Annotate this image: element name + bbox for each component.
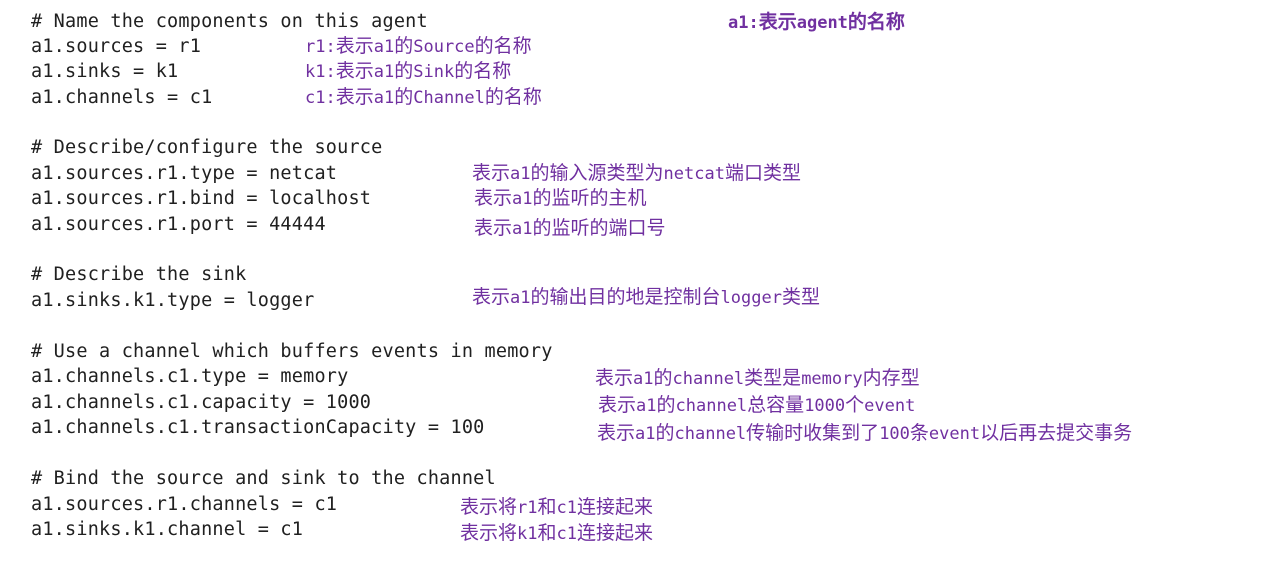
annotation-c1: c1:表示a1的Channel的名称	[305, 86, 542, 108]
annotation-r1: r1:表示a1的Source的名称	[305, 35, 532, 57]
code-comment-source: # Describe/configure the source	[31, 137, 383, 158]
code-line-sink-type: a1.sinks.k1.type = logger	[31, 290, 315, 311]
annotation-k1: k1:表示a1的Sink的名称	[305, 60, 512, 82]
code-line-channel-capacity: a1.channels.c1.capacity = 1000	[31, 392, 372, 413]
code-line-source-type: a1.sources.r1.type = netcat	[31, 163, 338, 184]
code-line-source-bind: a1.sources.r1.bind = localhost	[31, 188, 372, 209]
annotation-channel-capacity: 表示a1的channel总容量1000个event	[598, 394, 916, 416]
code-line-sinks: a1.sinks = k1	[31, 61, 179, 82]
annotation-source-type: 表示a1的输入源类型为netcat端口类型	[472, 162, 801, 184]
annotation-channel-tx-capacity: 表示a1的channel传输时收集到了100条event以后再去提交事务	[597, 422, 1133, 444]
code-line-source-port: a1.sources.r1.port = 44444	[31, 214, 326, 235]
code-comment-channel: # Use a channel which buffers events in …	[31, 341, 553, 362]
code-comment-name-components: # Name the components on this agent	[31, 11, 428, 32]
annotation-channel-type: 表示a1的channel类型是memory内存型	[595, 367, 920, 389]
annotation-bind-r1: 表示将r1和c1连接起来	[460, 496, 654, 518]
annotation-source-port: 表示a1的监听的端口号	[474, 217, 666, 239]
code-comment-sink: # Describe the sink	[31, 264, 247, 285]
code-line-channels: a1.channels = c1	[31, 87, 213, 108]
annotation-agent-name: a1:表示agent的名称	[728, 11, 905, 33]
annotation-bind-k1: 表示将k1和c1连接起来	[460, 522, 654, 544]
code-line-bind-sink: a1.sinks.k1.channel = c1	[31, 519, 304, 540]
code-line-channel-tx-capacity: a1.channels.c1.transactionCapacity = 100	[31, 417, 485, 438]
annotation-source-bind: 表示a1的监听的主机	[474, 187, 647, 209]
code-line-bind-source: a1.sources.r1.channels = c1	[31, 494, 338, 515]
annotation-sink-type: 表示a1的输出目的地是控制台logger类型	[472, 286, 820, 308]
code-line-sources: a1.sources = r1	[31, 36, 202, 57]
code-comment-bind: # Bind the source and sink to the channe…	[31, 468, 496, 489]
code-line-channel-type: a1.channels.c1.type = memory	[31, 366, 349, 387]
